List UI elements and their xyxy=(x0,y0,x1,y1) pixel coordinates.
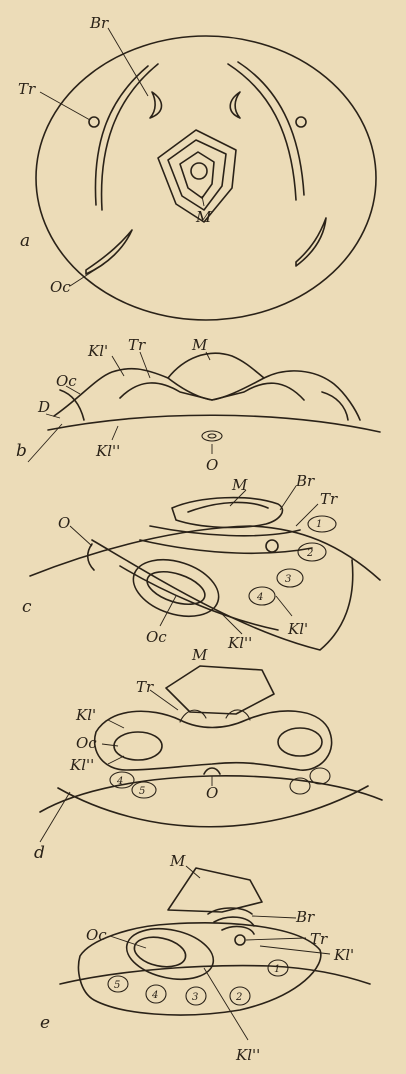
panel-label-e: e xyxy=(40,1013,50,1033)
label-b-Tr: Tr xyxy=(128,336,146,354)
label-d-Tr: Tr xyxy=(136,678,154,696)
tr-knob-c xyxy=(266,540,278,552)
oc-d-left xyxy=(114,732,162,760)
panel-a: Br Tr M Oc a xyxy=(18,14,376,320)
panel-c: 1 2 3 4 M Br Tr O Oc Kl'' Kl' c xyxy=(22,472,380,652)
label-b-O: O xyxy=(206,456,218,474)
label-e-M: M xyxy=(169,852,186,870)
num-e-5: 5 xyxy=(114,980,120,991)
label-c-O: O xyxy=(58,514,70,532)
panel-label-d: d xyxy=(34,843,45,863)
label-a-Oc: Oc xyxy=(50,278,71,296)
label-e-Br: Br xyxy=(295,908,315,926)
panel-e: 1 2 3 4 5 M Br Tr Kl' Oc Kl'' e xyxy=(40,852,370,1064)
num-c-2: 2 xyxy=(306,548,313,559)
panel-b: Kl' Tr M Oc D Kl'' O b xyxy=(16,336,380,474)
tr-knob-right xyxy=(296,117,306,127)
num-c-4: 4 xyxy=(256,592,263,603)
oc-e xyxy=(132,933,189,971)
label-d-O: O xyxy=(206,784,218,802)
label-d-Kl1: Kl' xyxy=(75,706,96,724)
num-e-3: 3 xyxy=(192,992,198,1003)
num-e-1: 1 xyxy=(274,964,280,975)
label-b-M: M xyxy=(191,336,208,354)
panel-d: 4 5 M Tr Kl' Oc Kl'' O d xyxy=(34,646,382,863)
label-a-M: M xyxy=(195,208,212,226)
num-d-4: 4 xyxy=(116,776,123,787)
label-d-M: M xyxy=(191,646,208,664)
mouth-d xyxy=(166,666,274,714)
oc-d-right xyxy=(278,728,322,756)
label-c-Br: Br xyxy=(295,472,315,490)
panel-label-c: c xyxy=(22,597,32,617)
numbered-pouches-c: 1 2 3 4 xyxy=(249,516,336,605)
panel-a-outline xyxy=(36,36,376,320)
tr-knob-e xyxy=(235,935,245,945)
label-c-Tr: Tr xyxy=(320,490,338,508)
num-d-5: 5 xyxy=(139,786,145,797)
num-c-1: 1 xyxy=(316,519,322,530)
label-e-Kl1: Kl' xyxy=(333,946,354,964)
label-e-Tr: Tr xyxy=(310,930,328,948)
panel-label-b: b xyxy=(16,441,27,461)
mouth-e xyxy=(168,868,262,912)
label-d-Kl2: Kl'' xyxy=(69,756,94,774)
label-d-Oc: Oc xyxy=(76,734,97,752)
num-c-3: 3 xyxy=(285,574,291,585)
num-e-4: 4 xyxy=(151,990,158,1001)
label-b-Kl2: Kl'' xyxy=(95,442,120,460)
label-e-Oc: Oc xyxy=(86,926,107,944)
label-c-M: M xyxy=(231,476,248,494)
panel-label-a: a xyxy=(20,231,30,251)
tr-knob-left xyxy=(89,117,99,127)
label-a-Br: Br xyxy=(89,14,109,32)
label-e-Kl2: Kl'' xyxy=(235,1046,260,1064)
label-b-D: D xyxy=(37,398,50,416)
label-c-Kl2: Kl'' xyxy=(227,634,252,652)
label-b-Oc: Oc xyxy=(56,372,77,390)
label-c-Oc: Oc xyxy=(146,628,167,646)
label-a-Tr: Tr xyxy=(18,80,36,98)
num-e-2: 2 xyxy=(235,992,242,1003)
label-b-Kl1: Kl' xyxy=(87,342,108,360)
label-c-Kl1: Kl' xyxy=(287,620,308,638)
